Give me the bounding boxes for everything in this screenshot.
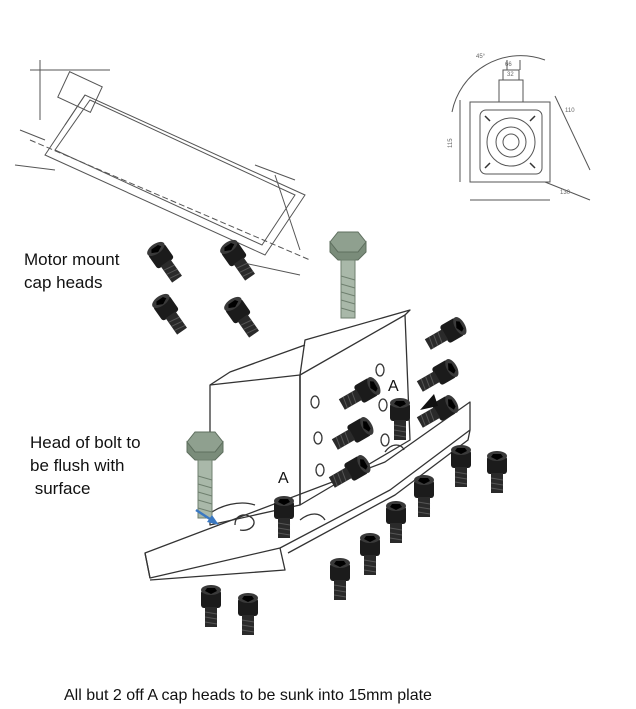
marker-a-right: A (388, 378, 399, 395)
cap-screw-base-3 (413, 474, 435, 518)
flush-arrow-icon (195, 508, 219, 525)
bracket-sketch (144, 309, 471, 581)
marker-a-left: A (278, 470, 289, 487)
cap-screw-web-4 (336, 374, 384, 414)
cap-screw-motor-2 (217, 236, 259, 284)
cap-screw-base-1 (450, 444, 472, 488)
cap-screw-a-right (389, 397, 411, 441)
cap-screw-motor-3 (149, 290, 191, 338)
bolt-head-label-line-1: Head of bolt to (30, 433, 141, 452)
bolt-head-label: Head of bolt to be flush with surface (30, 431, 141, 500)
bolt-head-label-line-2: be flush with (30, 456, 125, 475)
cap-screw-motor-1 (144, 238, 186, 286)
caption: All but 2 off A cap heads to be sunk int… (64, 687, 432, 704)
hex-bolt-top (329, 231, 367, 319)
motor-mount-label-line-1: Motor mount (24, 250, 120, 269)
cap-screw-base-7 (200, 584, 222, 628)
cap-screw-web-2 (414, 356, 462, 396)
cap-screw-web-1 (422, 314, 470, 354)
dim-66: 66 (505, 62, 512, 68)
cap-screw-base-8 (237, 592, 259, 636)
cap-screw-base-4 (385, 500, 407, 544)
cap-screw-web-6 (326, 452, 374, 492)
base-plate (144, 401, 471, 579)
hex-bolt-flush (186, 431, 224, 519)
cap-screw-web-5 (329, 414, 377, 454)
dim-130: 130 (560, 190, 571, 196)
cap-screw-web-3 (414, 392, 462, 432)
cap-screw-base-2 (486, 450, 508, 494)
dim-115: 115 (448, 138, 454, 148)
bolt-head-label-line-3: surface (30, 479, 91, 498)
motor-mount-label: Motor mount cap heads (24, 248, 119, 294)
cap-screw-motor-4 (221, 293, 263, 341)
motor-mount-label-line-2: cap heads (24, 273, 103, 292)
cap-screw-base-6 (329, 557, 351, 601)
dim-angle: 45° (476, 54, 486, 60)
cap-screw-base-5 (359, 532, 381, 576)
motor-end-drawing: 45° 66 32 110 115 130 (448, 54, 591, 201)
pointer-arrow-icon (420, 394, 438, 410)
dim-32: 32 (507, 72, 514, 78)
cap-screw-a-left (273, 495, 295, 539)
dim-110: 110 (565, 108, 575, 114)
